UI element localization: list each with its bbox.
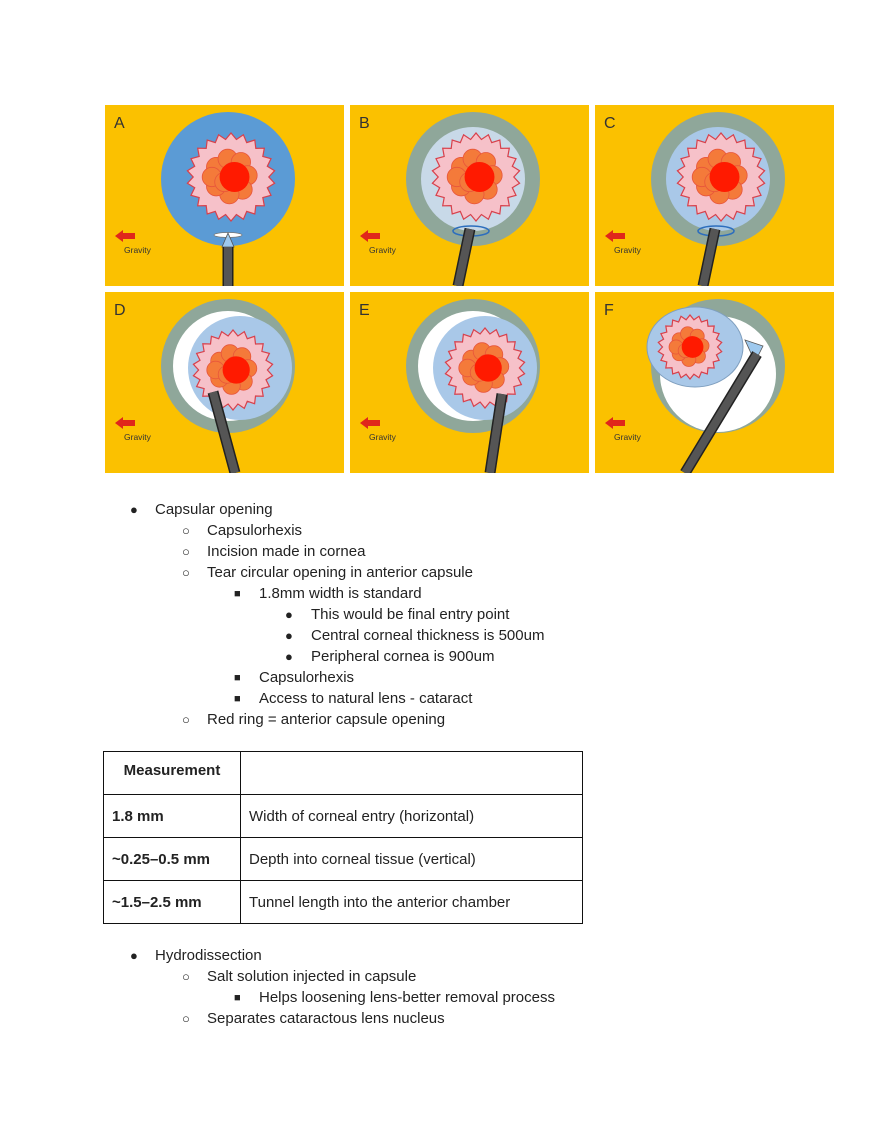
lens-nucleus (464, 162, 495, 192)
lens-nucleus (709, 162, 740, 192)
bullet-marker: ■ (234, 672, 241, 684)
gravity-arrow-icon (115, 230, 135, 242)
list-item-incision: Incision made in cornea (207, 543, 366, 560)
figure-panel-d: D Gravity (105, 292, 344, 473)
list-item-peripheral-cornea: Peripheral cornea is 900um (311, 648, 495, 665)
lens-nucleus (681, 336, 704, 358)
measurement-table: Measurement 1.8 mm Width of corneal entr… (103, 751, 583, 924)
panel-letter: D (114, 302, 126, 319)
list-item-loosening: Helps loosening lens-better removal proc… (259, 989, 555, 1006)
gravity-arrow-icon (360, 417, 380, 429)
bullet-marker: ■ (234, 588, 241, 600)
bullet-marker: ● (130, 948, 138, 963)
table-header-cell: Measurement (103, 751, 241, 795)
bullet-marker: ● (285, 607, 293, 622)
panel-letter: A (114, 115, 125, 132)
bullet-marker: ● (285, 628, 293, 643)
gravity-label: Gravity (124, 245, 152, 255)
gravity-label: Gravity (369, 432, 397, 442)
capsulorhexis-figure: A Gravity B Gravity C Gravity D Gravity E Gra… (105, 105, 835, 473)
table-cell-description: Depth into corneal tissue (vertical) (240, 837, 583, 881)
list-item-capsulorhexis-2: Capsulorhexis (259, 669, 355, 686)
gravity-label: Gravity (369, 245, 397, 255)
gravity-label: Gravity (614, 432, 642, 442)
figure-panel-c: C Gravity (595, 105, 834, 286)
gravity-label: Gravity (124, 432, 152, 442)
list-item-separates-nucleus: Separates cataractous lens nucleus (207, 1010, 445, 1027)
list-item-width-standard: 1.8mm width is standard (259, 585, 422, 602)
table-row: ~1.5–2.5 mm Tunnel length into the anter… (103, 880, 583, 924)
figure-panel-b: B Gravity (350, 105, 589, 286)
gravity-arrow-icon (605, 417, 625, 429)
list-item-tear-opening: Tear circular opening in anterior capsul… (207, 564, 473, 581)
table-header-row: Measurement (103, 751, 583, 795)
bullet-marker: ○ (182, 1011, 190, 1026)
table-cell-description: Width of corneal entry (horizontal) (240, 794, 583, 838)
list-item-red-ring: Red ring = anterior capsule opening (207, 711, 446, 728)
figure-panel-a: A Gravity (105, 105, 344, 286)
instrument-shaft (209, 390, 239, 473)
bullet-marker: ● (130, 502, 138, 517)
table-row: ~0.25–0.5 mm Depth into corneal tissue (… (103, 837, 583, 881)
gravity-arrow-icon (360, 230, 380, 242)
figure-panel-e: E Gravity (350, 292, 589, 473)
panel-letter: E (359, 302, 370, 319)
instrument-shaft (699, 228, 719, 286)
panel-letter: B (359, 115, 370, 132)
bullet-marker: ○ (182, 565, 190, 580)
figure-panel-f: F Gravity (595, 292, 834, 473)
bullet-marker: ○ (182, 544, 190, 559)
list-item-salt-solution: Salt solution injected in capsule (207, 968, 417, 985)
panel-letter: C (604, 115, 616, 132)
instrument-shaft (486, 393, 506, 473)
list-item-central-thickness: Central corneal thickness is 500um (311, 627, 545, 644)
table-cell-measure: 1.8 mm (103, 794, 241, 838)
list-item-natural-lens: Access to natural lens - cataract (259, 690, 473, 707)
panel-letter: F (604, 302, 614, 319)
bullet-marker: ○ (182, 712, 190, 727)
bullet-marker: ■ (234, 693, 241, 705)
instrument-shaft (454, 228, 474, 286)
gravity-arrow-icon (115, 417, 135, 429)
lens-nucleus (474, 354, 502, 382)
lens-nucleus (219, 162, 250, 192)
bullet-marker: ■ (234, 992, 241, 1004)
forceps-tip (744, 339, 764, 363)
list-item-capsular-opening: Capsular opening (155, 501, 273, 518)
list-item-hydrodissection: Hydrodissection (155, 947, 262, 964)
list-item-final-entry: This would be final entry point (311, 606, 510, 623)
table-cell-measure: ~1.5–2.5 mm (103, 880, 241, 924)
bullet-marker: ○ (182, 523, 190, 538)
list-item-capsulorhexis: Capsulorhexis (207, 522, 303, 539)
bullet-marker: ○ (182, 969, 190, 984)
bullet-marker: ● (285, 649, 293, 664)
table-row: 1.8 mm Width of corneal entry (horizonta… (103, 794, 583, 838)
instrument-shaft (681, 351, 761, 473)
table-header-cell (240, 751, 583, 795)
table-cell-description: Tunnel length into the anterior chamber (240, 880, 583, 924)
gravity-label: Gravity (614, 245, 642, 255)
lens-nucleus (222, 356, 250, 384)
table-cell-measure: ~0.25–0.5 mm (103, 837, 241, 881)
gravity-arrow-icon (605, 230, 625, 242)
